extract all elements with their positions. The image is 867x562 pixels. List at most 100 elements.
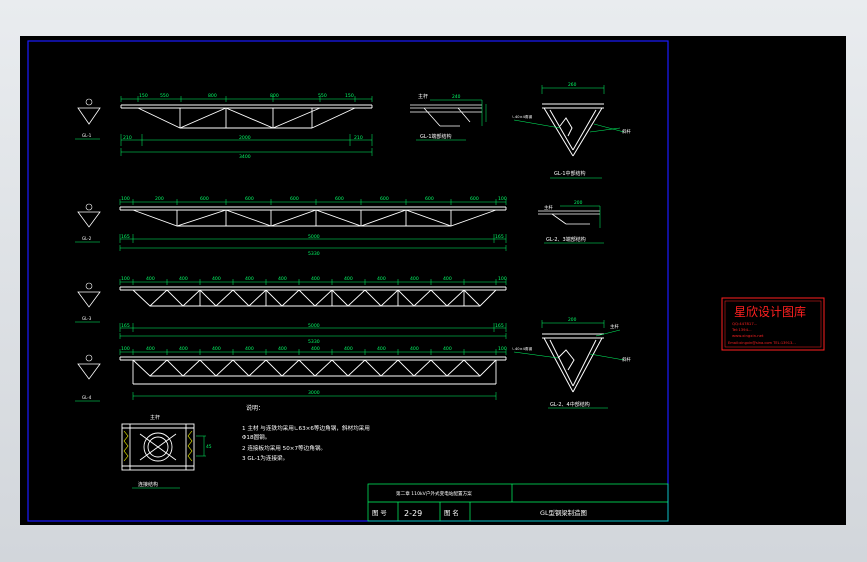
truss3-dim-3: 400 [212, 276, 221, 282]
notes-line-4: 3 GL-1为连接梁。 [242, 454, 288, 462]
truss1-dim-5: 150 [345, 93, 354, 99]
detail-connection-label: 连接结构 [138, 481, 158, 488]
truss4-inner: 3000 [308, 390, 320, 396]
truss4-dim-1: 400 [146, 346, 155, 352]
detail-gl1-mid-diagonal: 斜杆 [622, 128, 631, 135]
notes-title: 说明： [246, 404, 264, 412]
detail-gl23-main-rod: 主杆 [544, 204, 553, 211]
notes-line-2: Φ18圆钢。 [242, 433, 270, 441]
truss3-inner: 5000 [308, 323, 320, 329]
truss-gl4: 100 400 400 400 400 400 400 400 400 400 … [119, 346, 507, 400]
section-symbol-gl2: GL-2 [75, 203, 101, 243]
section-label-gl4: GL-4 [82, 395, 92, 400]
truss3-dim-11: 100 [498, 276, 507, 282]
truss1-dim-1: 550 [160, 93, 169, 99]
truss4-dim-9: 400 [410, 346, 419, 352]
detail-gl24-mid-diagonal: 斜杆 [622, 356, 631, 363]
truss1-dim-4: 550 [318, 93, 327, 99]
truss4-dim-3: 400 [212, 346, 221, 352]
cad-viewport[interactable]: GL-1 GL-2 GL-3 GL-4 [20, 36, 846, 525]
truss3-dim-1: 400 [146, 276, 155, 282]
truss2-dim-0: 100 [121, 196, 130, 202]
detail-gl1-end-label: GL-1端部结构 [420, 133, 452, 140]
truss1-dim-3: 800 [270, 93, 279, 99]
truss4-dim-5: 400 [278, 346, 287, 352]
truss3-dim-7: 400 [344, 276, 353, 282]
detail-gl1-dim: 240 [452, 94, 461, 100]
detail-gl24-mid-angle: ∟40×4角钢 [512, 346, 532, 351]
stamp-name: 星欣设计图库 [734, 304, 806, 319]
truss2-dim-5: 600 [335, 196, 344, 202]
detail-connection-dim: 45 [206, 444, 212, 450]
truss-gl1: 150 550 800 800 550 150 210 2000 210 340… [120, 93, 373, 160]
truss3-dim-0: 100 [121, 276, 130, 282]
watermark-stamp: 星欣设计图库 QQ:447817... Tel:1394... www.xing… [721, 297, 825, 351]
truss4-dim-10: 400 [443, 346, 452, 352]
section-label-gl1: GL-1 [82, 133, 92, 138]
truss2-inner: 5000 [308, 234, 320, 240]
title-block-fig-name-label: 图 名 [444, 508, 459, 517]
detail-gl1-main-rod: 主杆 [418, 93, 428, 100]
title-block-fig-name: GL型钢梁制造图 [540, 508, 587, 517]
detail-gl24-mid: 200 ∟40×4角钢 主杆 斜杆 GL-2、4中部结构 [512, 317, 631, 409]
notes-line-3: 2 连接板均采用 50×7等边角钢。 [242, 444, 326, 452]
truss1-bottom-left: 210 [123, 135, 132, 141]
truss2-dim-6: 600 [380, 196, 389, 202]
truss4-dim-11: 100 [498, 346, 507, 352]
truss2-dim-8: 600 [470, 196, 479, 202]
truss3-dim-2: 400 [179, 276, 188, 282]
drawing-border [27, 40, 669, 522]
detail-gl23-dim: 200 [574, 200, 583, 206]
stamp-line-4: Email:xingxin@sina.com TEL:13913... [728, 341, 796, 345]
truss4-dim-6: 400 [311, 346, 320, 352]
detail-gl1-mid-dim: 260 [568, 82, 577, 88]
truss4-dim-7: 400 [344, 346, 353, 352]
truss3-total: 5330 [308, 339, 320, 345]
detail-gl24-mid-main-rod: 主杆 [610, 323, 619, 330]
detail-gl1-end: 主杆 240 GL-1端部结构 [410, 93, 487, 141]
truss1-bottom-inner: 2000 [239, 135, 251, 141]
stamp-line-2: Tel:1394... [731, 327, 752, 332]
truss2-dim-3: 600 [245, 196, 254, 202]
truss1-dim-0: 150 [139, 93, 148, 99]
title-block-fig-no-label: 图 号 [372, 509, 387, 517]
title-block-fig-no: 2-29 [404, 509, 422, 518]
truss4-dim-8: 400 [377, 346, 386, 352]
detail-gl23-end: 主杆 200 GL-2、3端部结构 [538, 200, 604, 244]
detail-gl1-mid-angle: ∟40×4角钢 [512, 114, 532, 119]
truss2-total: 5330 [308, 251, 320, 257]
detail-gl24-mid-label: GL-2、4中部结构 [550, 401, 590, 408]
detail-connection-main-rod: 主杆 [150, 414, 160, 421]
truss3-dim-4: 400 [245, 276, 254, 282]
section-label-gl3: GL-3 [82, 316, 92, 321]
truss3-dim-8: 400 [377, 276, 386, 282]
truss1-total: 3400 [239, 154, 251, 160]
truss4-dim-4: 400 [245, 346, 254, 352]
truss2-dim-1: 200 [155, 196, 164, 202]
truss2-right-end: 165 [495, 234, 504, 240]
truss3-dim-6: 400 [311, 276, 320, 282]
section-symbol-gl1: GL-1 [75, 98, 101, 140]
stamp-line-3: www.xingxin.net [732, 333, 764, 338]
notes-line-1: 1 主材 与连铁均采用∟63×6等边角钢，斜材均采用 [242, 424, 370, 432]
notes-block: 说明： 1 主材 与连铁均采用∟63×6等边角钢，斜材均采用 Φ18圆钢。 2 … [242, 404, 370, 462]
truss2-dim-9: 100 [498, 196, 507, 202]
truss3-right-end: 165 [495, 323, 504, 329]
section-symbol-gl3: GL-3 [75, 282, 101, 323]
detail-gl1-mid-label: GL-1中部结构 [554, 170, 586, 177]
title-block: 第二章 110kV户外式变电站配置方案 图 号 2-29 图 名 GL型钢梁制造… [367, 483, 669, 522]
truss1-bottom-right: 210 [354, 135, 363, 141]
detail-gl1-mid: 260 ∟40×4角钢 斜杆 GL-1中部结构 [512, 82, 631, 179]
truss2-dim-7: 600 [425, 196, 434, 202]
truss2-dim-4: 600 [290, 196, 299, 202]
section-label-gl2: GL-2 [82, 236, 92, 241]
truss3-dim-9: 400 [410, 276, 419, 282]
detail-gl24-mid-dim: 200 [568, 317, 577, 323]
detail-gl23-end-label: GL-2、3端部结构 [546, 236, 586, 243]
truss3-dim-10: 400 [443, 276, 452, 282]
detail-connection: 主杆 45 连接结构 [121, 414, 212, 489]
truss3-left-end: 165 [121, 323, 130, 329]
truss3-dim-5: 400 [278, 276, 287, 282]
truss4-dim-2: 400 [179, 346, 188, 352]
stamp-line-1: QQ:447817... [732, 321, 757, 326]
